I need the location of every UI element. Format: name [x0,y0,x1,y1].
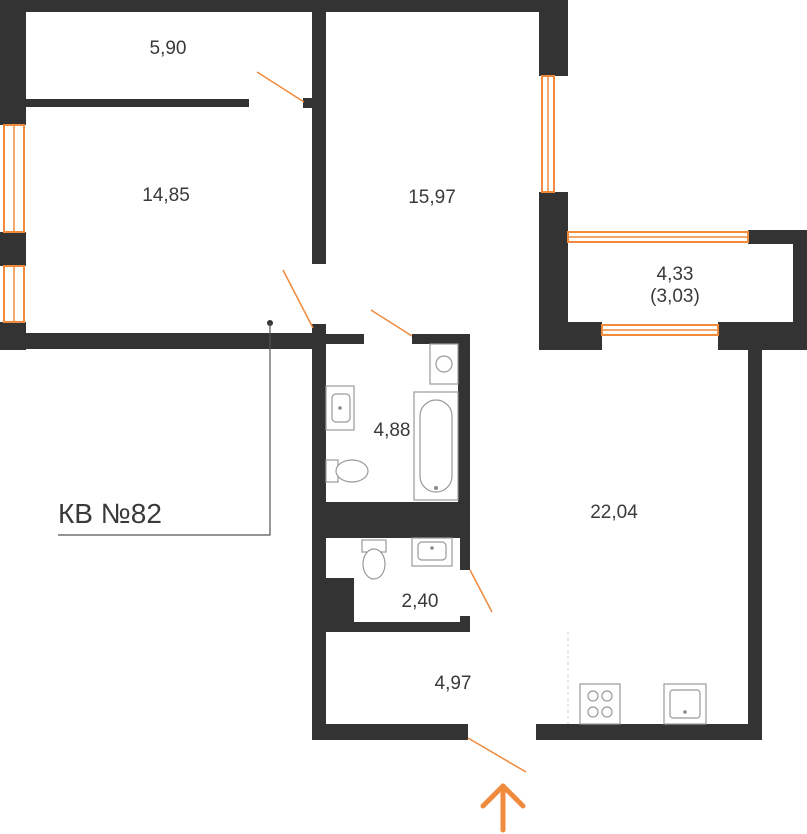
door-swing-icon [282,269,314,329]
window-icon [567,231,749,243]
door-swing-icon [467,737,527,773]
sink-icon [663,683,707,725]
room-area-bedroom: 14,85 [142,185,190,206]
door-swing-icon [370,309,413,337]
window-icon [3,265,25,323]
toilet-icon [325,459,369,483]
window-icon [3,124,25,233]
stove-icon [579,683,621,725]
door-swing-icon [469,569,493,613]
room-area-wc: 2,40 [402,591,439,612]
toilet-icon [361,539,387,580]
walls [0,0,807,740]
window-icon [541,75,555,193]
room-area-kitchen-living: 22,04 [590,502,638,523]
apartment-label: КВ №82 [58,498,162,529]
fixtures [325,343,707,725]
window-icon [601,324,719,336]
door-swing-icon [256,71,305,103]
sink-icon [429,343,459,385]
sink-icon [325,385,355,431]
bathtub-icon [413,391,459,501]
sink-icon [411,537,453,567]
doors [256,71,527,773]
apartment-leader [58,320,273,536]
arrow-up-icon [480,783,526,833]
room-area-balcony-reduced: (3,03) [650,286,700,307]
room-area-bathroom: 4,88 [374,420,411,441]
room-area-balcony: 4,33 [657,264,694,285]
room-area-hallway: 4,97 [435,673,472,694]
room-area-storage: 5,90 [150,38,187,59]
room-area-living: 15,97 [408,187,456,208]
windows [3,75,749,336]
